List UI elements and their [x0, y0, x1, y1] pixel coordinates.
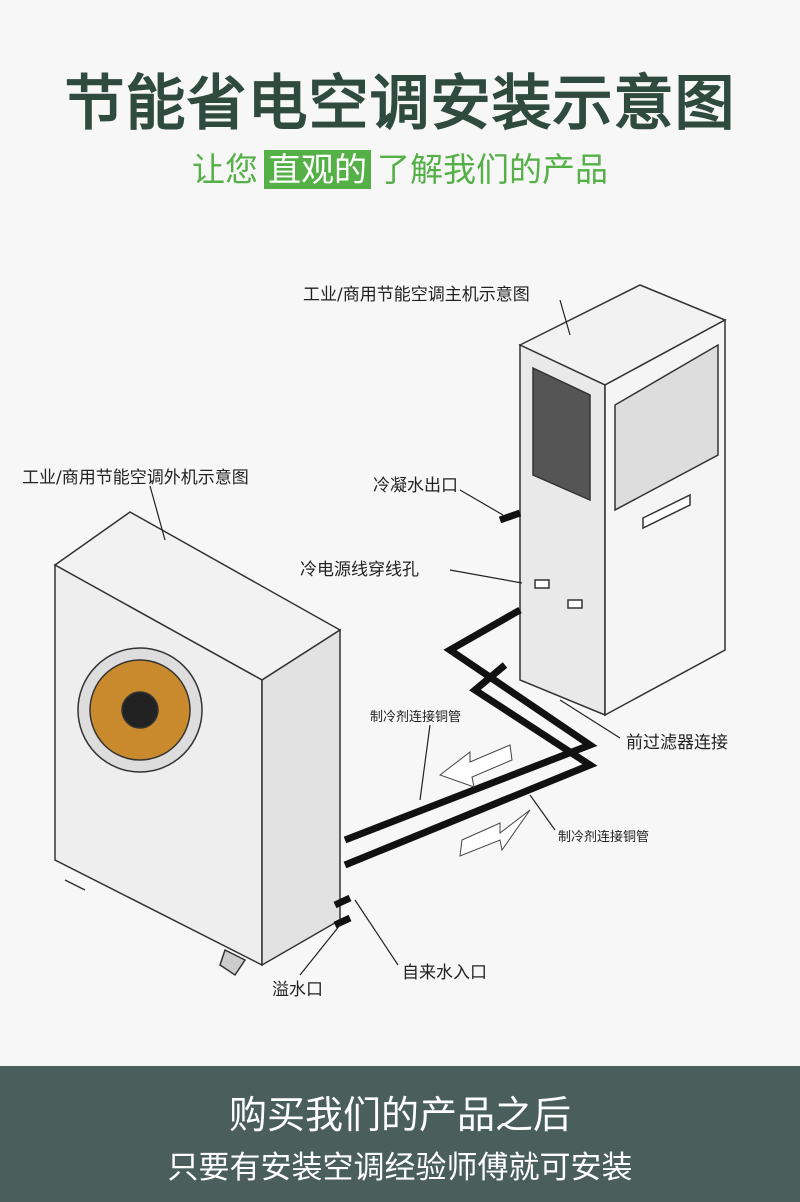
subtitle-pre: 让您	[192, 150, 258, 189]
label-refrigerant-pipe-2: 制冷剂连接铜管	[558, 830, 650, 845]
label-front-filter: 前过滤器连接	[626, 733, 728, 753]
installation-diagram	[53, 284, 727, 977]
footer-line-2: 只要有安装空调经验师傅就可安装	[167, 1150, 633, 1186]
label-overflow: 溢水口	[272, 980, 323, 1000]
label-power-cable-hole: 冷电源线穿线孔	[300, 560, 419, 580]
refrigerant-pipes	[333, 509, 598, 929]
label-refrigerant-pipe-1: 制冷剂连接铜管	[370, 710, 462, 725]
footer-band: 购买我们的产品之后 只要有安装空调经验师傅就可安装	[0, 1066, 800, 1202]
indoor-unit	[518, 284, 727, 717]
label-condensate-outlet: 冷凝水出口	[373, 476, 458, 496]
subtitle-highlight: 直观的	[264, 150, 371, 189]
subtitle: 让您直观的了解我们的产品	[0, 143, 800, 191]
label-outdoor-unit: 工业/商用节能空调外机示意图	[22, 468, 249, 488]
outdoor-unit	[53, 511, 342, 977]
subtitle-post: 了解我们的产品	[377, 150, 608, 189]
label-indoor-unit: 工业/商用节能空调主机示意图	[303, 285, 530, 305]
flow-arrow-left-icon	[438, 744, 513, 788]
flow-arrow-right-icon	[459, 809, 531, 857]
label-water-inlet: 自来水入口	[402, 963, 487, 983]
footer-line-1: 购买我们的产品之后	[228, 1093, 571, 1137]
page-title: 节能省电空调安装示意图	[64, 69, 736, 139]
